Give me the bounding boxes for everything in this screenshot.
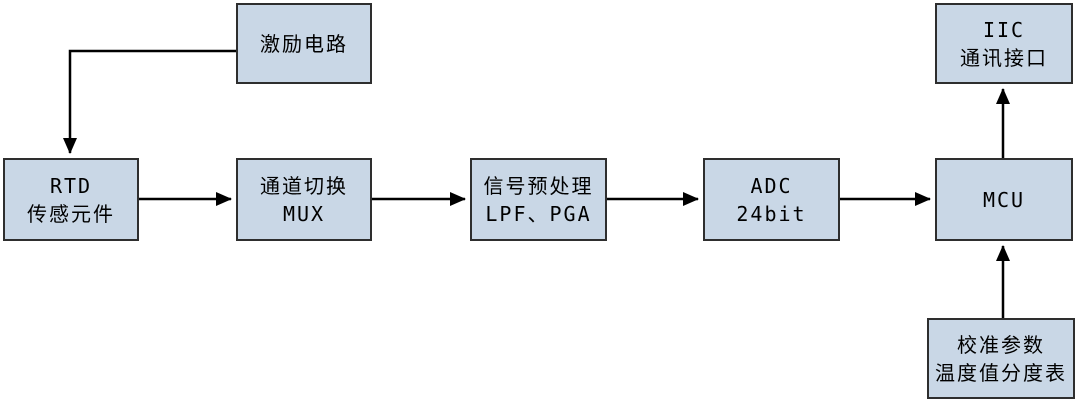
block-signal-preprocess: 信号预处理 LPF、PGA: [470, 158, 607, 241]
block-rtd-label-line1: RTD: [49, 173, 93, 198]
block-iic-label-line2: 通讯接口: [960, 45, 1048, 70]
block-adc-label-line1: ADC: [750, 173, 793, 198]
block-channel-mux: 通道切换 MUX: [236, 158, 372, 241]
block-adc: ADC 24bit: [703, 158, 840, 241]
block-excitation-label: 激励电路: [260, 31, 348, 56]
block-mux-label-line1: 通道切换: [260, 173, 348, 198]
block-preprocess-label-line2: LPF、PGA: [485, 201, 592, 226]
block-iic-interface: IIC 通讯接口: [935, 3, 1073, 84]
block-mcu-label: MCU: [982, 187, 1026, 212]
block-preprocess-label-line1: 信号预处理: [483, 173, 594, 198]
block-adc-label-line2: 24bit: [736, 201, 807, 226]
block-rtd-sensor: RTD 传感元件: [3, 158, 139, 241]
block-calibration-label-line1: 校准参数: [957, 332, 1045, 357]
block-rtd-label-line2: 传感元件: [27, 201, 115, 226]
block-mux-label-line2: MUX: [282, 201, 326, 226]
block-calibration-label-line2: 温度值分度表: [935, 360, 1067, 385]
block-iic-label-line1: IIC: [982, 17, 1026, 42]
arrow-excitation-to-rtd: [63, 49, 236, 154]
block-excitation-circuit: 激励电路: [236, 3, 372, 84]
block-mcu: MCU: [935, 158, 1073, 241]
block-calibration-table: 校准参数 温度值分度表: [927, 318, 1075, 399]
